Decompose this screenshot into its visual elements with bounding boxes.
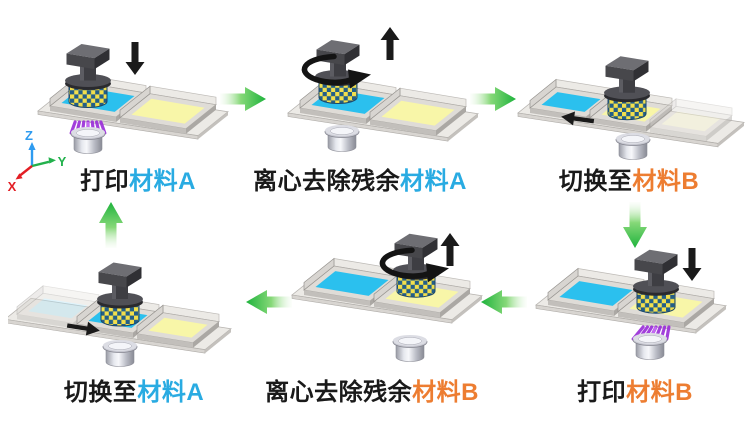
liquid-material <box>661 111 721 132</box>
resin-tray-1 <box>369 87 467 136</box>
head-cap <box>98 262 142 277</box>
projector-lens <box>70 127 106 154</box>
coordinate-axes: Z Y X <box>8 130 67 194</box>
y-axis-arrow <box>31 160 50 168</box>
checker-drum <box>100 301 140 327</box>
vertical-motion-arrow-down <box>125 42 145 75</box>
liquid-material <box>148 317 208 338</box>
print-head <box>604 56 650 121</box>
caption-centrifuge-material-a: 离心去除残余材料A <box>240 161 480 196</box>
caption-prefix: 切换至 <box>63 379 138 406</box>
vertical-motion-arrow-up <box>440 233 460 266</box>
head-cap <box>66 44 110 59</box>
vertical-motion-arrow-up <box>380 27 400 60</box>
scene-switch-material-a <box>8 262 232 367</box>
liquid-material <box>28 298 88 319</box>
x-axis-arrow <box>19 165 33 177</box>
scene-centrifuge-material-a <box>287 27 479 152</box>
head-cap <box>394 233 438 248</box>
flow-arrow-step1-to-step2 <box>220 87 266 111</box>
slide-motion-arrow-right <box>66 321 100 336</box>
caption-material-a: 材料A <box>137 379 205 406</box>
caption-material-b: 材料B <box>632 168 700 195</box>
checker-drum <box>607 95 647 121</box>
caption-switch-material-b: 切换至材料B <box>519 161 739 196</box>
caption-material-a: 材料A <box>129 168 196 195</box>
caption-material-b: 材料B <box>626 379 693 406</box>
flow-arrow-step5-to-step6 <box>246 290 292 314</box>
caption-prefix: 打印 <box>80 168 130 195</box>
checker-drum <box>636 288 676 314</box>
liquid-material <box>131 98 205 124</box>
caption-centrifuge-material-b: 离心去除残余材料B <box>252 372 492 407</box>
resin-tray-1 <box>119 85 217 134</box>
rotation-arrow <box>379 247 449 283</box>
print-head <box>633 249 679 314</box>
x-axis-arrowhead <box>15 173 23 180</box>
scene-print-material-a <box>37 42 229 154</box>
resin-tray-2 <box>136 304 220 348</box>
slide-motion-arrow-left <box>561 111 595 126</box>
caption-material-b: 材料B <box>412 379 479 406</box>
caption-material-a: 材料A <box>400 168 467 195</box>
caption-prefix: 切换至 <box>558 168 633 195</box>
projector-lens <box>632 333 668 360</box>
projector-lens <box>615 133 651 160</box>
scene-print-material-b <box>535 248 727 360</box>
projector-lens <box>102 340 138 367</box>
liquid-material <box>381 100 455 126</box>
liquid-material <box>559 281 633 306</box>
caption-prefix: 打印 <box>577 379 627 406</box>
scene-switch-material-b <box>517 56 745 160</box>
head-cap <box>316 40 360 55</box>
y-axis-label: Y <box>58 154 67 169</box>
checker-drum <box>318 79 358 104</box>
resin-tray-2 <box>649 98 733 142</box>
head-cap <box>605 56 649 71</box>
checker-drum <box>68 83 108 108</box>
rotation-arrow <box>301 53 371 89</box>
projector-lens <box>392 335 428 362</box>
print-head <box>97 262 143 327</box>
print-head <box>65 44 111 108</box>
caption-print-material-b: 打印材料B <box>525 372 745 407</box>
caption-prefix: 离心去除残余 <box>253 168 401 195</box>
vertical-motion-arrow-down <box>682 248 702 281</box>
z-axis-arrowhead <box>28 142 36 150</box>
head-cap <box>634 249 678 264</box>
flow-arrow-step2-to-step3 <box>470 87 516 111</box>
scene-centrifuge-material-b <box>291 233 483 362</box>
y-axis-arrowhead <box>48 157 56 164</box>
caption-prefix: 离心去除残余 <box>265 379 413 406</box>
flow-arrow-step6-to-step1 <box>99 202 123 248</box>
checker-drum <box>396 272 436 298</box>
projector-lens <box>324 125 360 152</box>
z-axis-label: Z <box>25 130 33 143</box>
flow-arrow-step4-to-step5 <box>481 290 527 314</box>
caption-switch-material-a: 切换至材料A <box>24 372 244 407</box>
flow-arrow-step3-to-step4 <box>623 202 647 248</box>
caption-print-material-a: 打印材料A <box>28 161 248 196</box>
liquid-material <box>541 92 601 112</box>
x-axis-label: X <box>8 179 17 194</box>
liquid-material <box>315 271 389 296</box>
